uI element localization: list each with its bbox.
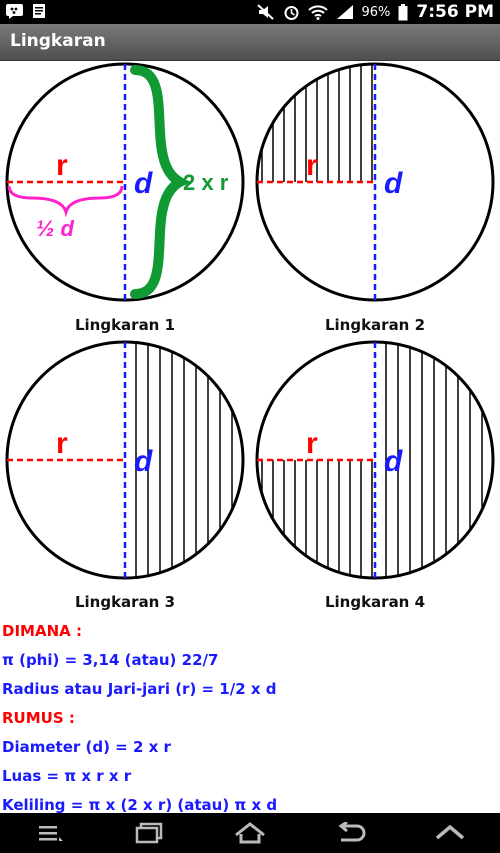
- label-d-2: d: [384, 167, 403, 200]
- brace-green: [130, 65, 191, 299]
- caption-circle-4: Lingkaran 4: [325, 593, 425, 611]
- label-r-1: r: [56, 149, 68, 182]
- app-title: Lingkaran: [10, 31, 106, 51]
- label-r-4: r: [306, 427, 318, 460]
- system-nav-bar: [0, 813, 500, 853]
- label-d-4: d: [384, 445, 403, 478]
- formula-info: DIMANA : π (phi) = 3,14 (atau) 22/7 Radi…: [2, 617, 498, 820]
- up-button[interactable]: [425, 817, 475, 849]
- home-button[interactable]: [225, 817, 275, 849]
- circle-1: [5, 62, 245, 302]
- label-d-3: d: [134, 445, 153, 478]
- label-d-1: d: [134, 167, 153, 200]
- app-title-bar: Lingkaran: [0, 24, 500, 61]
- label-r-3: r: [56, 427, 68, 460]
- caption-circle-1: Lingkaran 1: [75, 316, 175, 334]
- signal-icon: [336, 5, 353, 19]
- battery-icon: [398, 3, 408, 20]
- circle-diagram: r d ½ d 2 x r r d r d r d Lingkaran 1 Li…: [0, 60, 500, 616]
- rumus-header: RUMUS :: [2, 709, 75, 727]
- dimana-header: DIMANA :: [2, 622, 82, 640]
- battery-percent: 96%: [361, 4, 391, 20]
- keliling-formula: Keliling = π x (2 x r) (atau) π x d: [2, 796, 278, 814]
- caption-circle-3: Lingkaran 3: [75, 593, 175, 611]
- menu-icon: [39, 826, 63, 841]
- circle-4: [255, 340, 495, 580]
- caption-circle-2: Lingkaran 2: [325, 316, 425, 334]
- diameter-formula: Diameter (d) = 2 x r: [2, 738, 171, 756]
- back-button[interactable]: [325, 817, 375, 849]
- alarm-icon: [284, 5, 298, 20]
- recent-apps-button[interactable]: [125, 817, 175, 849]
- circle-3: [5, 340, 245, 580]
- bbm-icon: [6, 4, 23, 19]
- pi-definition: π (phi) = 3,14 (atau) 22/7: [2, 651, 219, 669]
- label-half-d: ½ d: [36, 216, 74, 241]
- radius-definition: Radius atau Jari-jari (r) = 1/2 x d: [2, 680, 277, 698]
- label-r-2: r: [306, 149, 318, 182]
- luas-formula: Luas = π x r x r: [2, 767, 132, 785]
- wifi-icon: [307, 5, 328, 20]
- clock: 7:56 PM: [416, 2, 494, 22]
- file-icon: [33, 4, 45, 18]
- label-2xr: 2 x r: [183, 170, 229, 195]
- menu-button[interactable]: [25, 817, 75, 849]
- recent-apps-icon: [135, 822, 163, 844]
- status-bar: 96% 7:56 PM: [0, 0, 500, 24]
- circle-2: [255, 62, 495, 302]
- back-icon: [338, 822, 366, 842]
- mute-icon: [256, 4, 274, 20]
- home-icon: [235, 822, 265, 844]
- up-icon: [435, 824, 465, 840]
- circle-diagram-svg: r d ½ d 2 x r r d r d r d Lingkaran 1 Li…: [5, 62, 495, 611]
